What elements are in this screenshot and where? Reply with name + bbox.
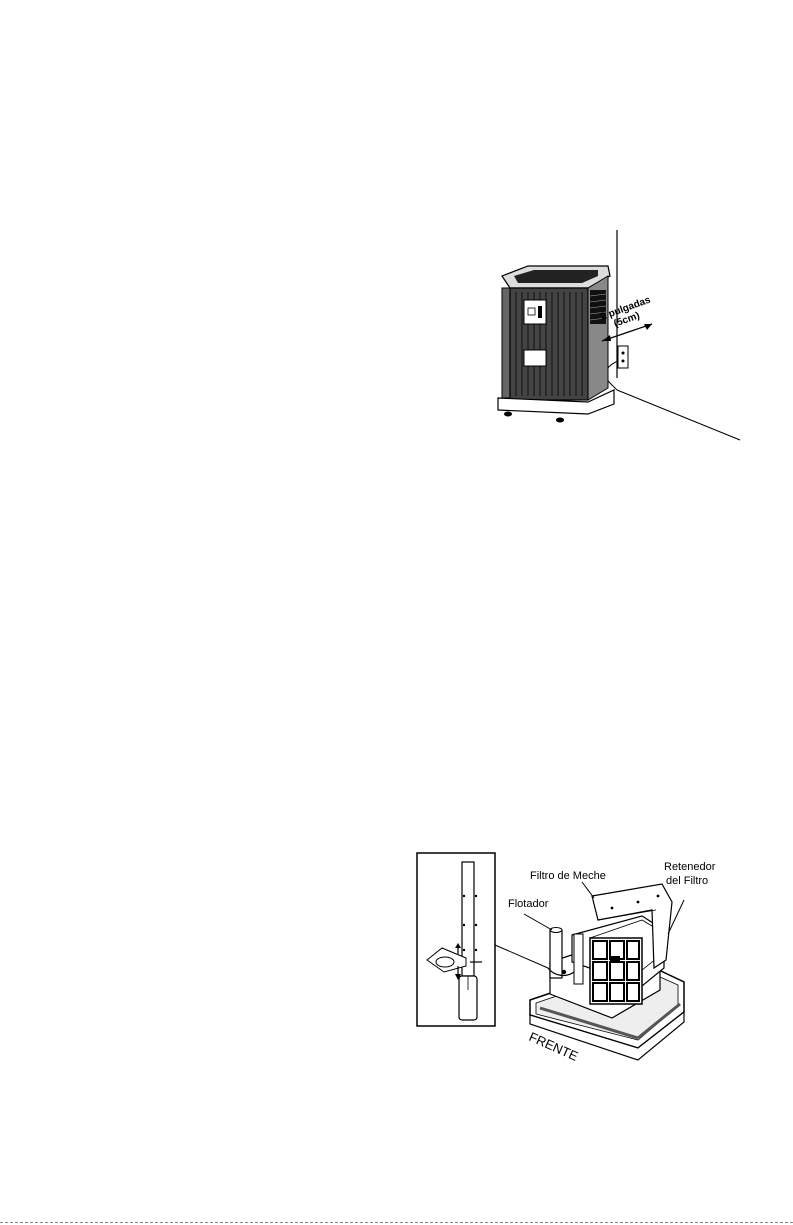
float-detail-inset bbox=[417, 853, 495, 1026]
filter-assembly-figure: Filtro de Meche Flotador Retenedor del F… bbox=[412, 850, 762, 1070]
filter-retainer-label-line1: Retenedor bbox=[664, 861, 716, 873]
humidifier-placement-figure: 2 pulgadas (5cm) bbox=[490, 228, 750, 453]
float-label: Flotador bbox=[508, 898, 549, 910]
filter-retainer-label-line2: del Filtro bbox=[666, 875, 708, 887]
filter-assembly-illustration: Filtro de Meche Flotador Retenedor del F… bbox=[412, 850, 762, 1070]
page-bottom-divider bbox=[0, 1222, 793, 1223]
wick-filter-label: Filtro de Meche bbox=[530, 870, 606, 882]
humidifier-placement-illustration: 2 pulgadas (5cm) bbox=[490, 228, 750, 453]
